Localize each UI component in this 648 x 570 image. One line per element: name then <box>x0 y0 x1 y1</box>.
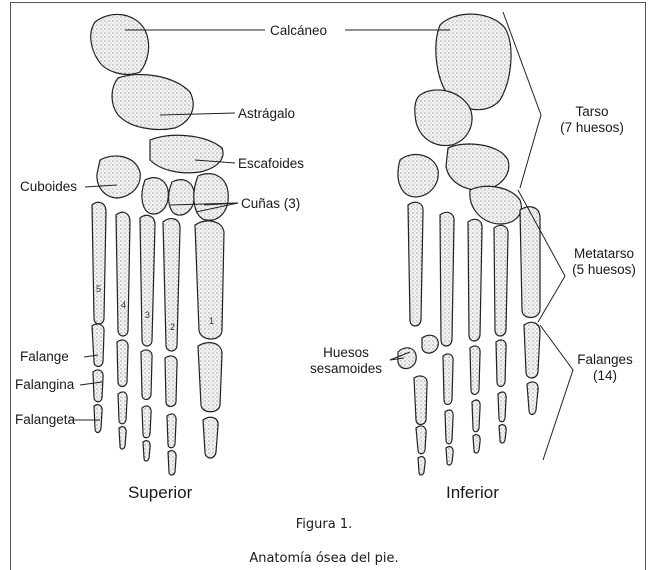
inferior-sesamoid-bone <box>422 335 438 353</box>
superior-phalanx <box>165 356 177 407</box>
toe-number-5: 5 <box>96 284 101 294</box>
label-falangeta: Falangeta <box>15 412 75 428</box>
superior-phalanx <box>94 405 102 433</box>
label-metatarso-line1: Metatarso <box>563 246 645 262</box>
inferior-toe-3 <box>468 219 482 453</box>
inferior-phalanx <box>524 322 540 378</box>
superior-toe-3 <box>140 215 155 461</box>
superior-toe-2 <box>163 219 180 475</box>
view-label-inferior: Inferior <box>446 483 499 503</box>
superior-navicular-bone <box>150 135 223 173</box>
superior-cuneiform-bone <box>194 174 228 220</box>
superior-phalanx <box>142 406 151 438</box>
inferior-phalanx <box>527 382 538 415</box>
superior-phalanx <box>143 441 150 461</box>
toe-numbers: 1 2 3 4 5 <box>96 284 214 332</box>
superior-phalanx <box>198 343 222 412</box>
superior-phalanx <box>141 350 152 400</box>
label-falanges-line2: (14) <box>568 368 642 384</box>
label-huesos-sesamoides: Huesos sesamoides <box>298 345 394 377</box>
superior-talus-bone <box>112 74 193 129</box>
figure-caption: Anatomía ósea del pie. <box>0 551 648 566</box>
toe-number-4: 4 <box>121 300 126 310</box>
toe-number-1: 1 <box>209 316 214 326</box>
inferior-phalanx <box>446 447 453 465</box>
inferior-phalanx <box>472 400 480 432</box>
superior-toe-1 <box>195 221 224 458</box>
label-sesamoides-line2: sesamoides <box>298 361 394 377</box>
inferior-cuboid-bone <box>398 155 438 197</box>
inferior-toe-2 <box>494 225 508 443</box>
superior-calcaneus-bone <box>91 14 149 74</box>
inferior-phalanx <box>473 435 480 453</box>
label-tarso-line1: Tarso <box>547 104 637 120</box>
label-metatarso: Metatarso (5 huesos) <box>563 246 645 278</box>
superior-metatarsal <box>116 212 130 336</box>
toe-number-2: 2 <box>170 322 175 332</box>
superior-toe-5 <box>92 202 106 432</box>
superior-phalanx <box>118 392 127 424</box>
superior-phalanx <box>168 451 176 475</box>
inferior-toe-1 <box>520 207 540 415</box>
superior-cuboid-bone <box>97 156 140 198</box>
label-metatarso-line2: (5 huesos) <box>563 262 645 278</box>
label-falanges-line1: Falanges <box>568 352 642 368</box>
inferior-metatarsal <box>440 212 454 346</box>
superior-phalanx <box>93 370 103 402</box>
label-sesamoides-line1: Huesos <box>298 345 394 361</box>
superior-phalanx <box>203 417 218 458</box>
superior-toe-4 <box>116 212 130 449</box>
inferior-phalanx <box>499 425 506 443</box>
superior-phalanx <box>117 340 128 387</box>
inferior-phalanx <box>496 340 506 387</box>
superior-phalanx <box>92 324 104 367</box>
superior-cuneiform-bone <box>169 180 195 215</box>
superior-metatarsal <box>140 215 155 346</box>
superior-metatarsal <box>92 202 106 324</box>
inferior-phalanx <box>416 426 426 454</box>
label-falanges: Falanges (14) <box>568 352 642 384</box>
inferior-phalanx <box>498 392 506 422</box>
view-label-superior: Superior <box>128 483 192 503</box>
inferior-cuneiform-bone <box>470 186 521 224</box>
inferior-metatarsal <box>468 219 482 341</box>
label-calcaneo: Calcáneo <box>270 23 327 39</box>
label-falangina: Falangina <box>15 377 74 393</box>
superior-phalanx <box>167 414 176 448</box>
inferior-toe-4 <box>422 212 454 465</box>
inferior-metatarsal <box>520 207 540 318</box>
label-escafoides: Escafoides <box>238 156 304 172</box>
inferior-metatarsal <box>408 202 423 326</box>
label-tarso-line2: (7 huesos) <box>547 120 637 136</box>
inferior-navicular-bone <box>446 144 509 190</box>
inferior-phalanx <box>418 457 425 475</box>
inferior-phalanx <box>414 376 427 425</box>
label-tarso: Tarso (7 huesos) <box>547 104 637 136</box>
inferior-phalanx <box>445 410 453 444</box>
superior-cuneiform-bone <box>142 178 168 214</box>
label-cuboides: Cuboides <box>20 179 77 195</box>
figure-number: Figura 1. <box>0 517 648 532</box>
inferior-foot-drawing <box>398 14 540 475</box>
label-cunas: Cuñas (3) <box>241 196 300 212</box>
superior-foot-drawing <box>91 14 229 475</box>
toe-number-3: 3 <box>145 310 150 320</box>
inferior-metatarsal <box>494 225 508 336</box>
superior-phalanx <box>119 427 126 449</box>
label-astragalo: Astrágalo <box>238 106 295 122</box>
inferior-phalanx <box>443 354 453 405</box>
label-falange: Falange <box>20 349 69 365</box>
inferior-phalanx <box>470 346 480 395</box>
